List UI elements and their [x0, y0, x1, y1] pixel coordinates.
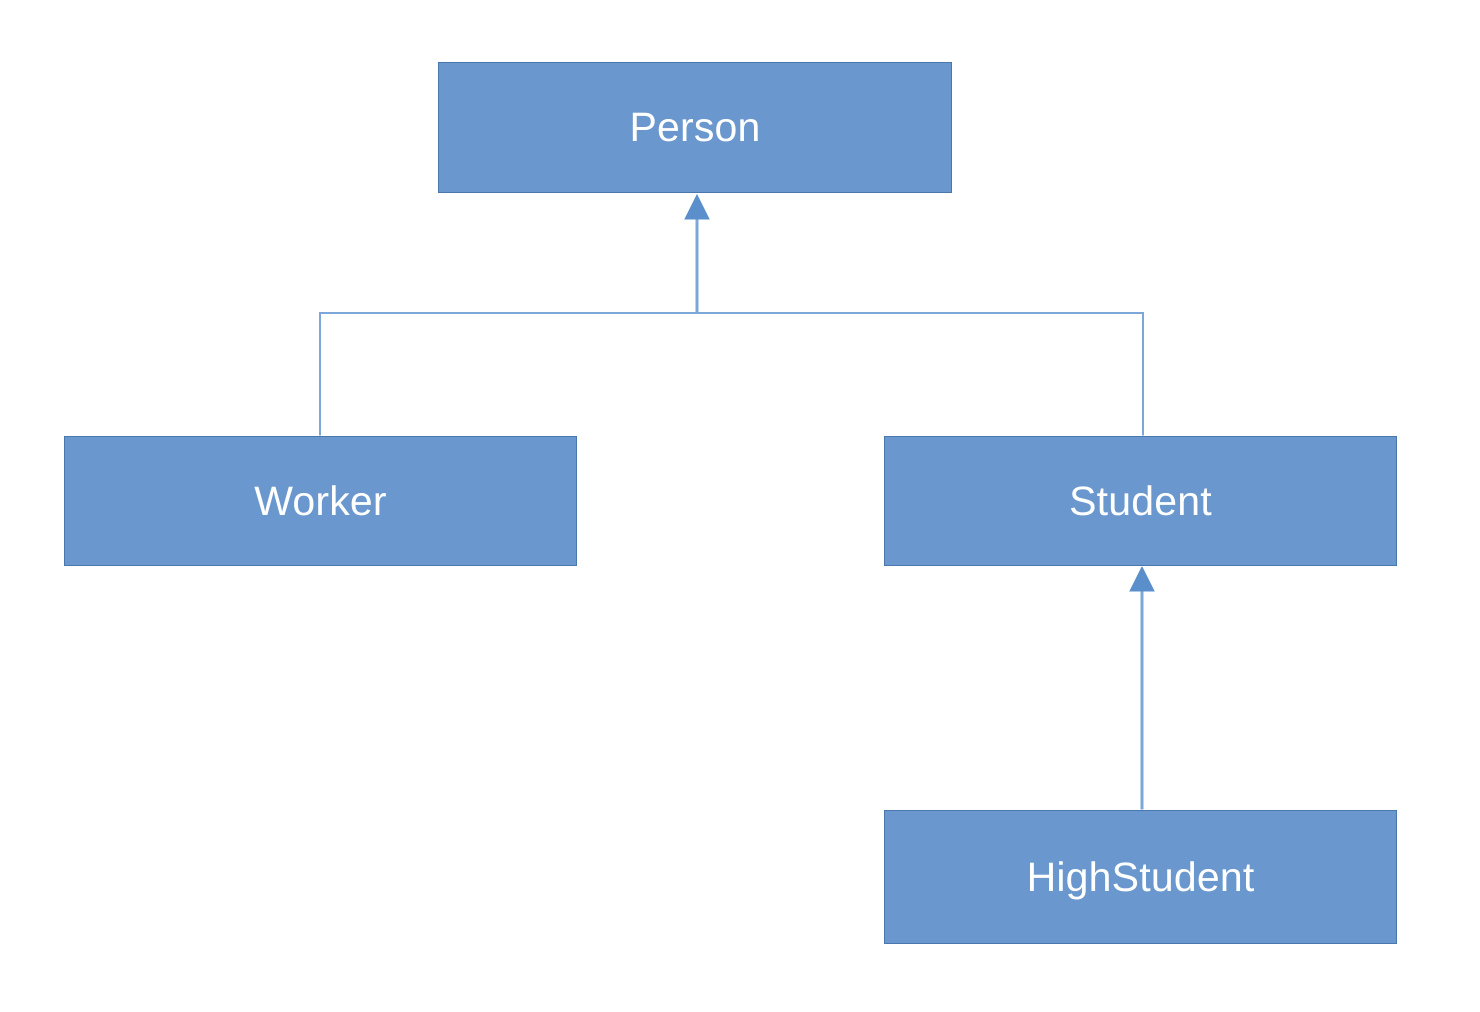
class-label-highstudent: HighStudent [1026, 853, 1255, 900]
class-label-worker: Worker [254, 477, 387, 524]
arrowhead-up-icon [684, 193, 710, 220]
class-box-person[interactable]: Person [438, 62, 952, 193]
class-box-worker[interactable]: Worker [64, 436, 577, 566]
class-label-person: Person [629, 104, 761, 150]
edge-highstudent-to-student[interactable] [1129, 565, 1155, 810]
arrowhead-up-icon [1129, 565, 1155, 592]
person-generalization-arrow[interactable] [684, 193, 710, 313]
class-label-student: Student [1069, 477, 1212, 524]
class-box-highstudent[interactable]: HighStudent [884, 810, 1397, 944]
class-box-student[interactable]: Student [884, 436, 1397, 566]
edge-worker-to-person[interactable] [319, 312, 1144, 437]
